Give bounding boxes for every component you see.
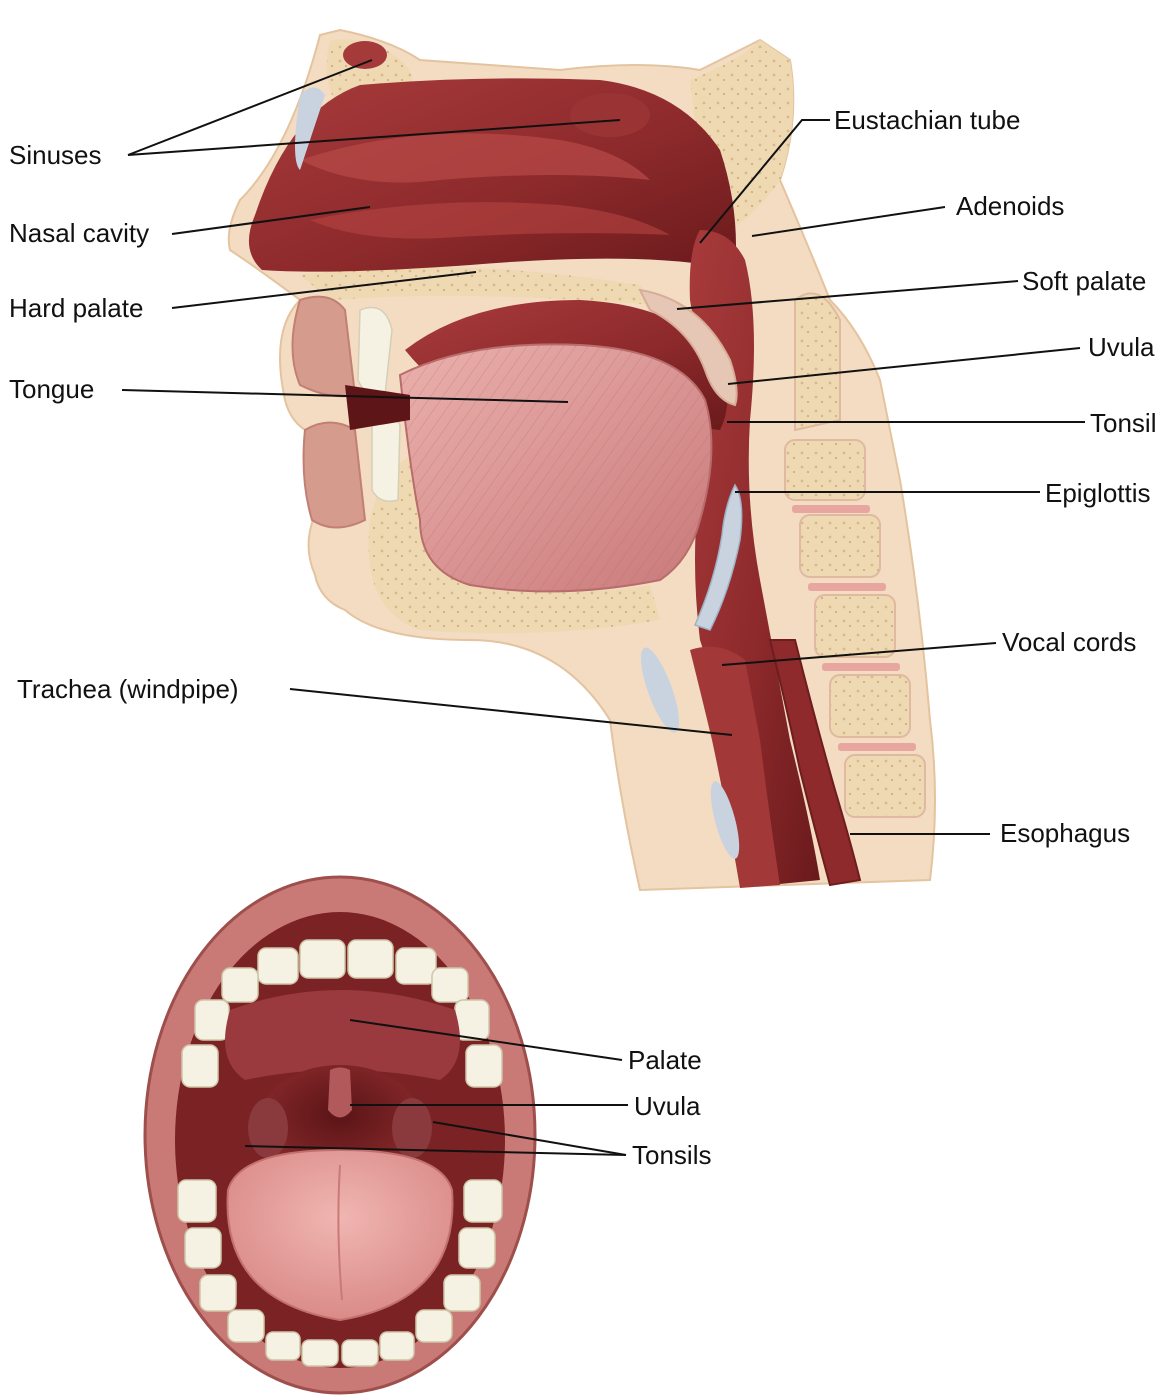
label-uvula: Uvula [1088,332,1155,362]
label-sinuses: Sinuses [9,140,102,170]
tongue-fibers [400,344,711,591]
front-tonsil-left [248,1098,288,1158]
label-hard-palate: Hard palate [9,293,143,323]
label-trachea: Trachea (windpipe) [17,674,239,704]
label-tonsil: Tonsil [1090,408,1156,438]
upper-lip [293,297,356,397]
label-nasal-cavity: Nasal cavity [9,218,149,248]
label-epiglottis: Epiglottis [1045,478,1151,508]
sinus-sphenoid [570,93,650,137]
label-mouth-uvula: Uvula [634,1091,701,1121]
label-tongue: Tongue [9,374,94,404]
sinus-frontal [343,41,387,69]
lower-incisor [372,414,400,502]
label-vocal-cords: Vocal cords [1002,627,1136,657]
label-esophagus: Esophagus [1000,818,1130,848]
sagittal-section [229,30,935,890]
label-palate: Palate [628,1045,702,1075]
label-tonsils: Tonsils [632,1140,711,1170]
front-uvula [328,1068,352,1118]
label-soft-palate: Soft palate [1022,266,1146,296]
label-adenoids: Adenoids [956,191,1064,221]
upper-incisor [358,308,392,396]
label-eustachian-tube: Eustachian tube [834,105,1020,135]
lower-lip [304,423,365,528]
open-mouth-view [145,877,535,1393]
